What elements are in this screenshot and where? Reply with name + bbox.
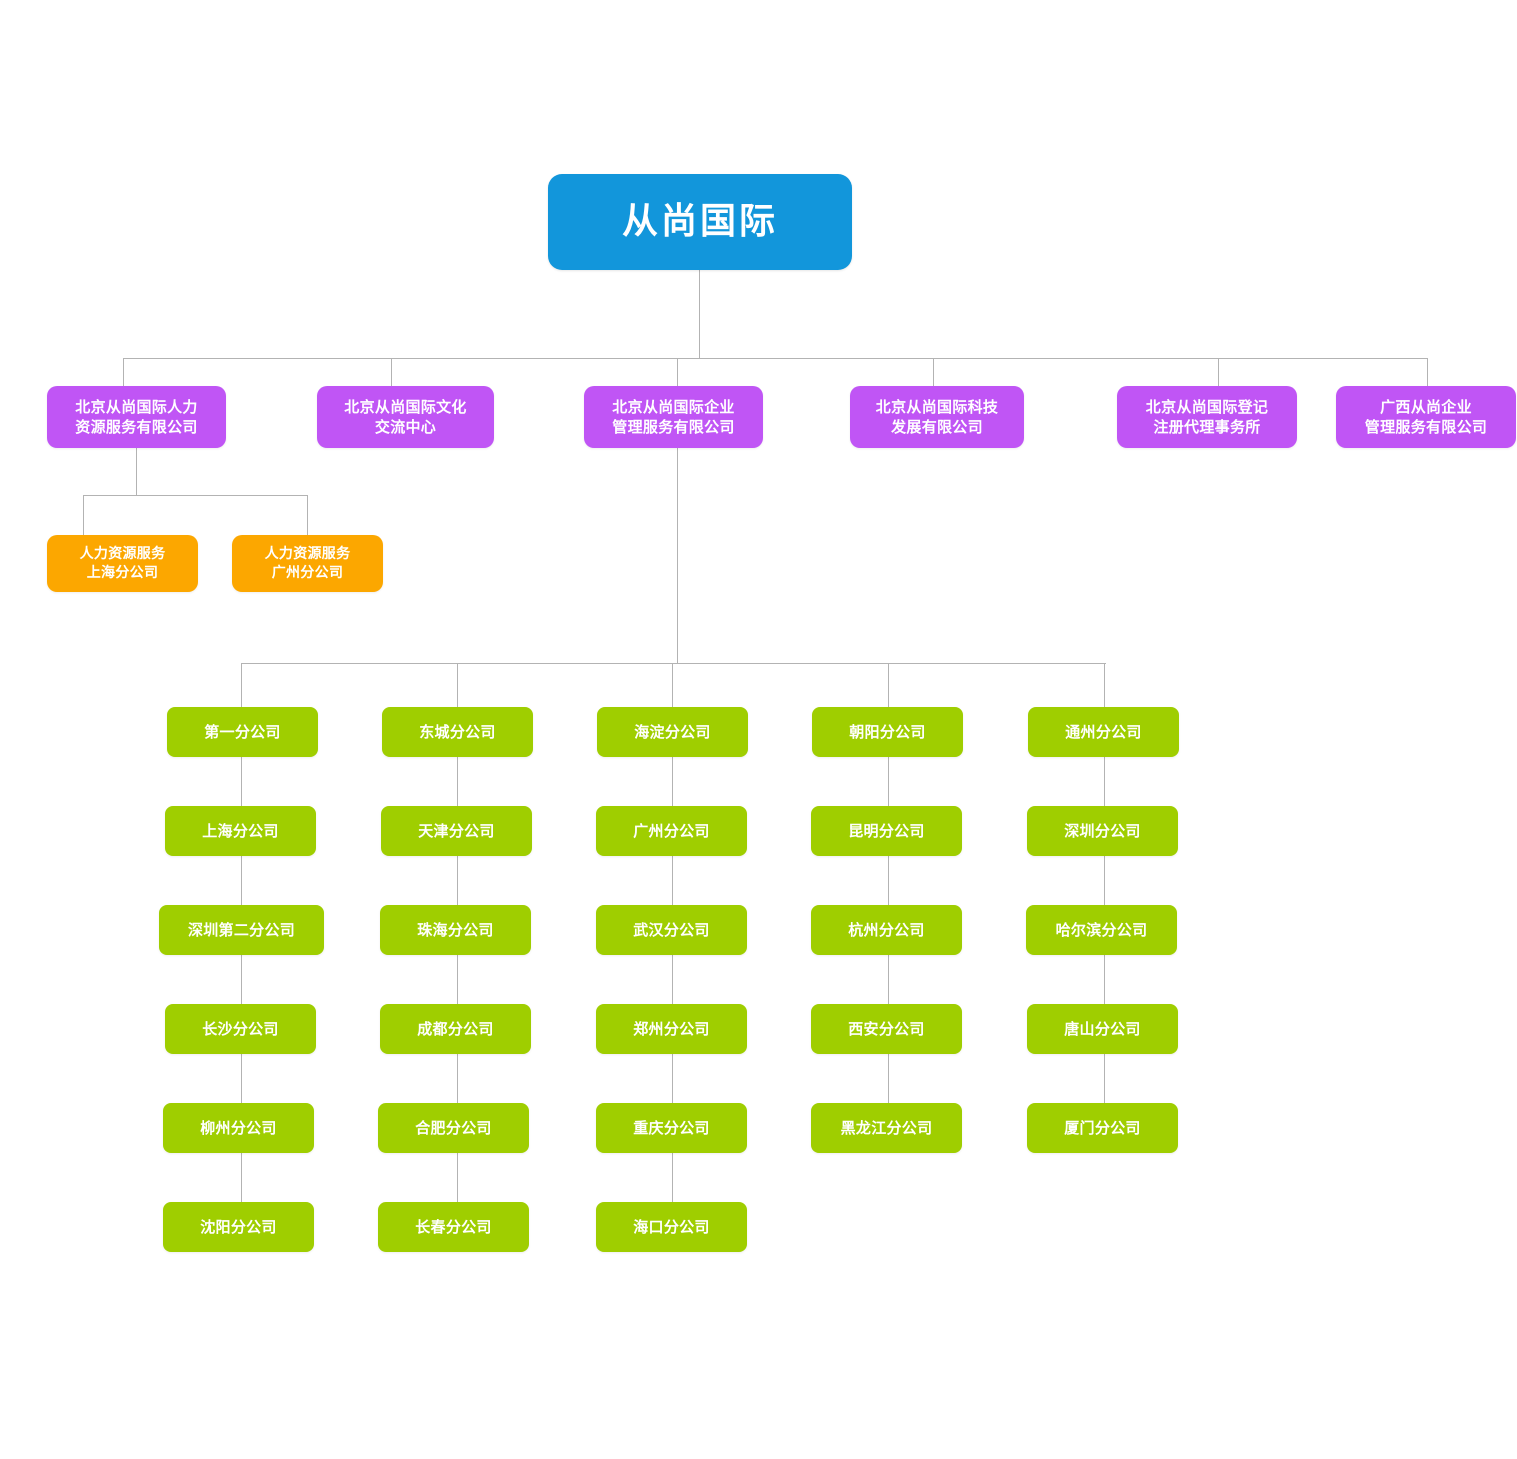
subsidiary-node-1[interactable]: 北京从尚国际人力 资源服务有限公司 [47,386,226,448]
branch-node-c2-r6[interactable]: 长春分公司 [378,1202,529,1252]
connector-hr-down [136,448,137,495]
connector-hr-bus [83,495,307,496]
hr-branch-node-1[interactable]: 人力资源服务 上海分公司 [47,535,198,592]
branch-node-c5-r5[interactable]: 厦门分公司 [1027,1103,1178,1153]
connector-enterprise-down [677,448,678,663]
branch-node-c1-r4[interactable]: 长沙分公司 [165,1004,316,1054]
connector-drop-subsidiary-3 [677,358,678,386]
connector-drop-subsidiary-5 [1218,358,1219,386]
branch-node-c5-r4[interactable]: 唐山分公司 [1027,1004,1178,1054]
branch-node-c4-r2[interactable]: 昆明分公司 [811,806,962,856]
branch-node-c1-r6[interactable]: 沈阳分公司 [163,1202,314,1252]
branch-node-c2-r3[interactable]: 珠海分公司 [380,905,531,955]
branch-node-c2-r2[interactable]: 天津分公司 [381,806,532,856]
connector-subsidiary-bus [123,358,1427,359]
branch-node-c5-r2[interactable]: 深圳分公司 [1027,806,1178,856]
connector-column-spine-4 [888,663,889,1127]
subsidiary-node-3[interactable]: 北京从尚国际企业 管理服务有限公司 [584,386,763,448]
branch-node-c1-r1[interactable]: 第一分公司 [167,707,318,757]
branch-node-c1-r2[interactable]: 上海分公司 [165,806,316,856]
branch-node-c4-r1[interactable]: 朝阳分公司 [812,707,963,757]
connector-root-down [699,270,700,359]
connector-drop-subsidiary-4 [933,358,934,386]
subsidiary-node-5[interactable]: 北京从尚国际登记 注册代理事务所 [1117,386,1297,448]
branch-node-c1-r5[interactable]: 柳州分公司 [163,1103,314,1153]
branch-node-c3-r4[interactable]: 郑州分公司 [596,1004,747,1054]
subsidiary-node-4[interactable]: 北京从尚国际科技 发展有限公司 [850,386,1024,448]
hr-branch-node-2[interactable]: 人力资源服务 广州分公司 [232,535,383,592]
branch-node-c2-r4[interactable]: 成都分公司 [380,1004,531,1054]
branch-node-c3-r3[interactable]: 武汉分公司 [596,905,747,955]
connector-drop-hr-1 [83,495,84,535]
subsidiary-node-2[interactable]: 北京从尚国际文化 交流中心 [317,386,494,448]
connector-drop-hr-2 [307,495,308,535]
branch-node-c3-r1[interactable]: 海淀分公司 [597,707,748,757]
branch-node-c3-r2[interactable]: 广州分公司 [596,806,747,856]
root-node[interactable]: 从尚国际 [548,174,852,270]
branch-node-c1-r3[interactable]: 深圳第二分公司 [159,905,324,955]
branch-node-c3-r5[interactable]: 重庆分公司 [596,1103,747,1153]
branch-node-c4-r4[interactable]: 西安分公司 [811,1004,962,1054]
branch-node-c2-r1[interactable]: 东城分公司 [382,707,533,757]
branch-node-c3-r6[interactable]: 海口分公司 [596,1202,747,1252]
branch-node-c4-r5[interactable]: 黑龙江分公司 [811,1103,962,1153]
connector-branch-bus [241,663,1106,664]
branch-node-c5-r1[interactable]: 通州分公司 [1028,707,1179,757]
branch-node-c5-r3[interactable]: 哈尔滨分公司 [1026,905,1177,955]
connector-drop-subsidiary-6 [1427,358,1428,386]
branch-node-c2-r5[interactable]: 合肥分公司 [378,1103,529,1153]
connector-column-spine-5 [1104,663,1105,1127]
connector-drop-subsidiary-2 [391,358,392,386]
branch-node-c4-r3[interactable]: 杭州分公司 [811,905,962,955]
connector-drop-subsidiary-1 [123,358,124,386]
subsidiary-node-6[interactable]: 广西从尚企业 管理服务有限公司 [1336,386,1516,448]
